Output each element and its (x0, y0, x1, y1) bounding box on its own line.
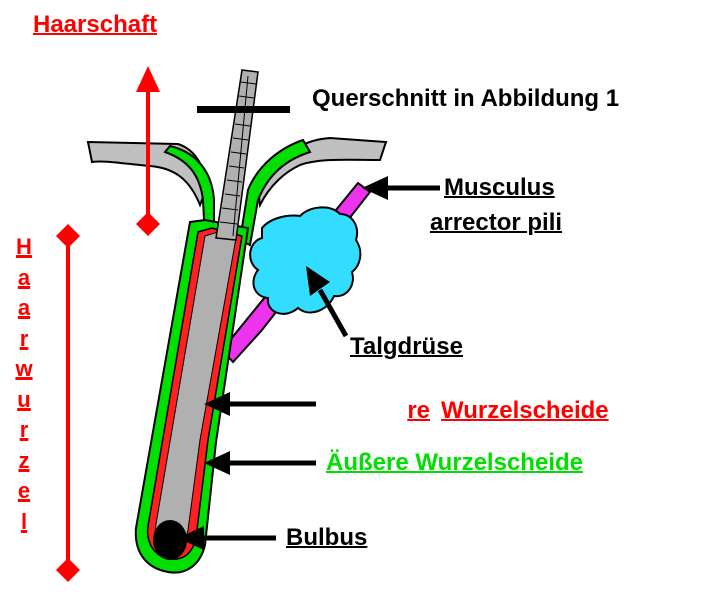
label-innere-wurzelscheide: Wurzelscheide (441, 398, 609, 424)
haarwurzel-letter: u (12, 385, 36, 416)
haarwurzel-diamond-bottom (56, 558, 80, 582)
haarwurzel-letter: e (12, 476, 36, 507)
haarschaft-diamond (136, 212, 160, 236)
haarschaft-arrow-head (136, 66, 160, 92)
haarwurzel-letter: r (12, 324, 36, 355)
label-musculus-line2: arrector pili (430, 210, 562, 236)
haarwurzel-letter: z (12, 446, 36, 477)
haarwurzel-letter: w (12, 354, 36, 385)
label-musculus-line1: Musculus (444, 175, 555, 201)
label-haarwurzel: H a a r w u r z e l (12, 232, 36, 537)
haarwurzel-diamond-top (56, 224, 80, 248)
label-talgdruese: Talgdrüse (350, 334, 463, 360)
label-bulbus: Bulbus (286, 525, 367, 551)
sebaceous-gland (250, 207, 360, 313)
bulbus-papilla (153, 520, 187, 560)
haarwurzel-letter: a (12, 293, 36, 324)
haarwurzel-letter: a (12, 263, 36, 294)
label-aeussere-wurzelscheide: Äußere Wurzelscheide (326, 450, 583, 476)
label-querschnitt: Querschnitt in Abbildung 1 (312, 86, 619, 112)
cross-section-line (197, 106, 290, 113)
label-haarschaft: Haarschaft (33, 12, 157, 38)
haarwurzel-letter: H (12, 232, 36, 263)
label-innere-partial: re (334, 398, 430, 424)
haarwurzel-letter: l (12, 507, 36, 538)
haarwurzel-letter: r (12, 415, 36, 446)
